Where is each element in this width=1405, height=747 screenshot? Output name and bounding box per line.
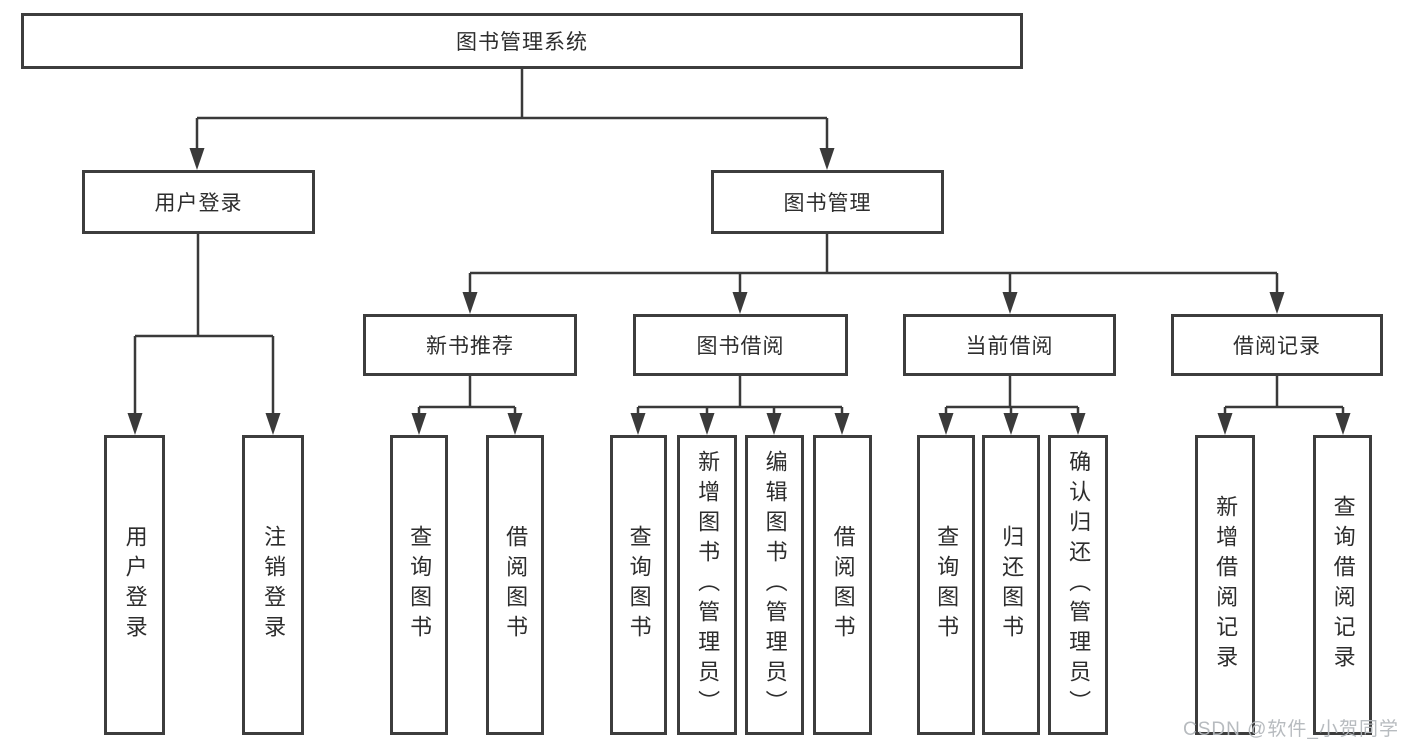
arrowheads xyxy=(127,148,1351,435)
node-current-return-books: 归还图书 xyxy=(982,435,1040,735)
node-label: 当前借阅 xyxy=(965,335,1054,358)
connector-records xyxy=(1223,376,1345,416)
node-recommend-borrow-books: 借阅图书 xyxy=(486,435,544,735)
node-label: 借阅图书 xyxy=(503,525,529,645)
connector-manage xyxy=(468,234,1279,295)
node-label: 图书借阅 xyxy=(696,335,785,358)
node-records-add-record: 新增借阅记录 xyxy=(1195,435,1255,735)
node-label: 用户登录 xyxy=(122,525,148,645)
node-new-book-recommend: 新书推荐 xyxy=(363,314,577,376)
node-leaf-user-login: 用户登录 xyxy=(104,435,165,735)
csdn-watermark: CSDN @软件_小贺同学 xyxy=(1183,719,1399,740)
node-label: 确认归还（管理员） xyxy=(1066,450,1092,720)
node-book-borrowing: 图书借阅 xyxy=(633,314,848,376)
node-records-query-record: 查询借阅记录 xyxy=(1313,435,1372,735)
node-label: 新增图书（管理员） xyxy=(695,450,721,720)
node-current-query-books: 查询图书 xyxy=(917,435,975,735)
node-borrow-edit-books-admin: 编辑图书（管理员） xyxy=(745,435,804,735)
node-label: 查询图书 xyxy=(407,525,433,645)
connector-root xyxy=(195,69,829,150)
node-label: 新书推荐 xyxy=(426,335,514,358)
node-current-confirm-return-admin: 确认归还（管理员） xyxy=(1048,435,1108,735)
node-borrowing-records: 借阅记录 xyxy=(1171,314,1383,376)
connector-recommend xyxy=(417,376,517,416)
connector-borrow xyxy=(636,376,844,416)
node-book-management: 图书管理 xyxy=(711,170,944,234)
node-label: 图书管理系统 xyxy=(456,31,588,54)
node-borrow-add-books-admin: 新增图书（管理员） xyxy=(677,435,737,735)
node-label: 图书管理 xyxy=(783,192,872,215)
node-user-login: 用户登录 xyxy=(82,170,315,234)
node-recommend-query-books: 查询图书 xyxy=(390,435,448,735)
node-leaf-logout: 注销登录 xyxy=(242,435,304,735)
connector-current xyxy=(944,376,1080,416)
node-label: 注销登录 xyxy=(261,525,287,645)
node-label: 编辑图书（管理员） xyxy=(762,450,788,720)
node-label: 用户登录 xyxy=(154,192,243,215)
node-label: 借阅图书 xyxy=(830,525,856,645)
node-borrow-borrow-books: 借阅图书 xyxy=(813,435,872,735)
node-label: 查询图书 xyxy=(626,525,652,645)
node-library-management-system: 图书管理系统 xyxy=(21,13,1023,69)
node-label: 借阅记录 xyxy=(1233,335,1321,358)
connector-login xyxy=(133,234,275,416)
node-label: 查询借阅记录 xyxy=(1330,495,1356,675)
node-borrow-query-books: 查询图书 xyxy=(610,435,667,735)
node-label: 查询图书 xyxy=(934,525,960,645)
node-label: 归还图书 xyxy=(999,525,1025,645)
node-label: 新增借阅记录 xyxy=(1213,495,1239,675)
node-current-borrowing: 当前借阅 xyxy=(903,314,1116,376)
